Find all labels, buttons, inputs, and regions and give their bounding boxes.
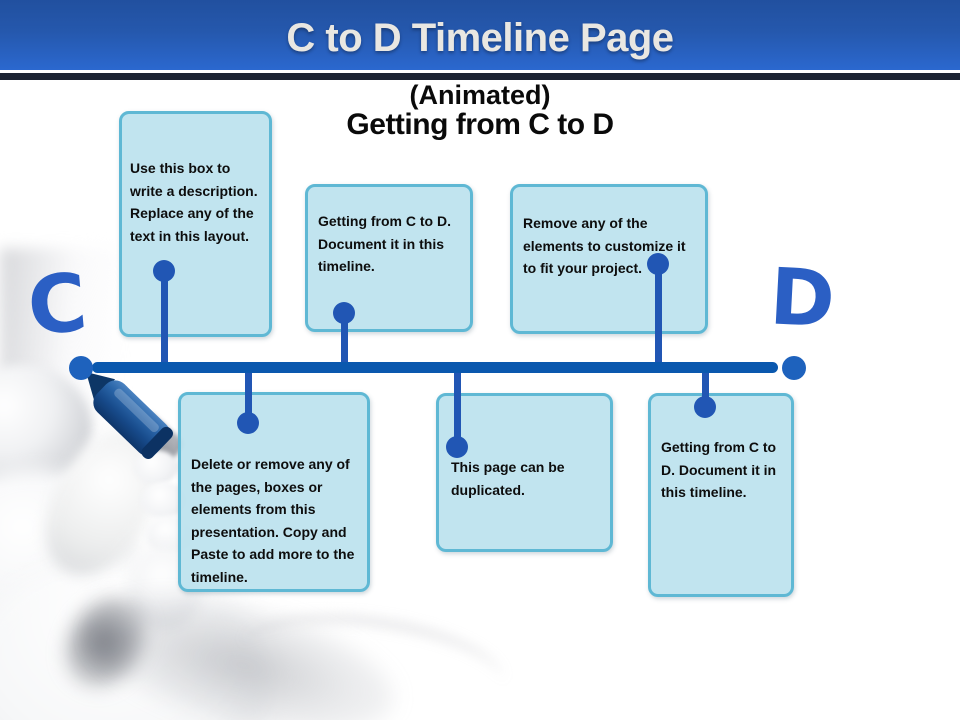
subtitle-getting-from-c-to-d: Getting from C to D <box>346 108 614 141</box>
timeline-end-dot <box>782 356 806 380</box>
timeline-start-dot <box>69 356 93 380</box>
connector-line-top-middle <box>341 313 348 367</box>
connector-dot-bottom-middle <box>446 436 468 458</box>
connector-line-top-right <box>655 264 662 367</box>
textbox-text: This page can be duplicated. <box>451 459 565 498</box>
timeline-textbox-top-middle: Getting from C to D. Document it in this… <box>305 184 473 332</box>
connector-line-top-left <box>161 271 168 367</box>
textbox-text: Getting from C to D. Document it in this… <box>661 439 777 500</box>
page-title: C to D Timeline Page <box>286 16 674 60</box>
timeline-textbox-bottom-left: Delete or remove any of the pages, boxes… <box>178 392 370 592</box>
textbox-text: Getting from C to D. Document it in this… <box>318 213 451 274</box>
header-divider-dark <box>0 73 960 80</box>
timeline-textbox-bottom-middle: This page can be duplicated. <box>436 393 613 552</box>
textbox-text: Remove any of the elements to customize … <box>523 215 686 276</box>
timeline-textbox-top-left: Use this box to write a description. Rep… <box>119 111 272 337</box>
timeline-bar <box>92 362 778 373</box>
connector-dot-bottom-right <box>694 396 716 418</box>
connector-dot-top-left <box>153 260 175 282</box>
connector-line-bottom-left <box>245 368 252 425</box>
textbox-text: Delete or remove any of the pages, boxes… <box>191 456 355 585</box>
marker-pen-icon <box>86 372 173 459</box>
timeline-textbox-top-right: Remove any of the elements to customize … <box>510 184 708 334</box>
connector-dot-top-middle <box>333 302 355 324</box>
textbox-text: Use this box to write a description. Rep… <box>130 160 258 244</box>
connector-dot-bottom-left <box>237 412 259 434</box>
letter-d: D <box>767 252 838 346</box>
connector-line-bottom-middle <box>454 368 461 449</box>
letter-c: C <box>24 255 91 354</box>
header-divider-white <box>0 70 960 73</box>
header-banner <box>0 0 960 70</box>
person-finger <box>134 450 178 484</box>
timeline-textbox-bottom-right: Getting from C to D. Document it in this… <box>648 393 794 597</box>
connector-line-bottom-right <box>702 368 709 409</box>
connector-dot-top-right <box>647 253 669 275</box>
subtitle-animated: (Animated) <box>409 80 551 110</box>
